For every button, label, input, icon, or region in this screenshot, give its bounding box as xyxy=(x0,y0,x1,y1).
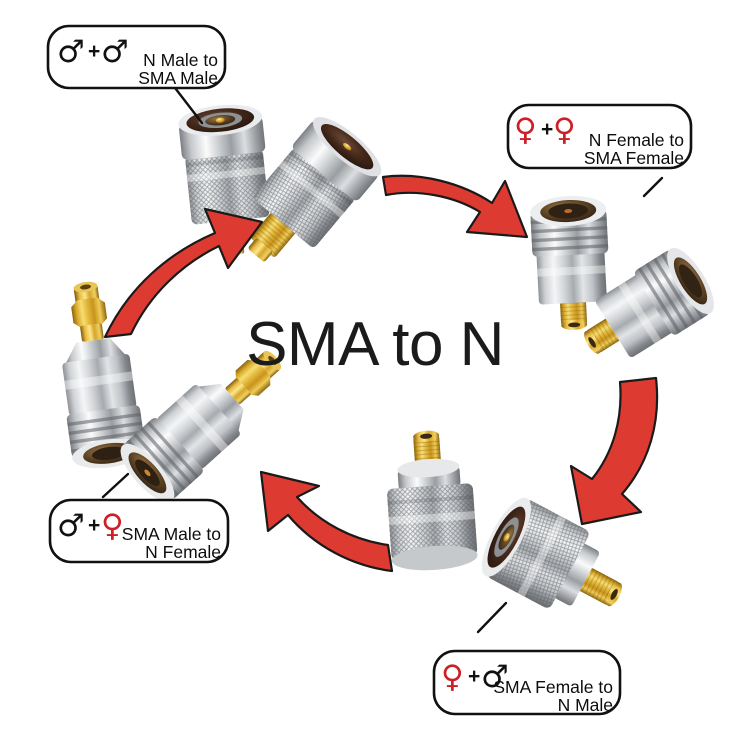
callout-line-2: N Female xyxy=(145,542,221,562)
male-symbol-icon: ♂ xyxy=(481,659,509,695)
callout-tail-line xyxy=(101,472,130,499)
callout-n-male-to-sma-male[interactable]: ♂ + ♂ N Male to SMA Male xyxy=(46,24,227,125)
callout-sma-male-to-n-female[interactable]: ♂ + ♀ SMA Male to N Female xyxy=(48,472,230,564)
callout-bubble xyxy=(506,103,693,170)
callout-tail-line xyxy=(642,176,664,198)
arrow-right-to-bottom xyxy=(569,376,659,526)
male-symbol-icon: ♂ xyxy=(57,508,85,544)
product-adapter-n-female-sma-female-upright xyxy=(530,195,609,330)
callout-tail-line xyxy=(170,82,204,125)
callout-line-1: SMA Male to xyxy=(122,524,221,544)
page-title: SMA to N xyxy=(246,310,504,379)
product-adapter-sma-male-n-female-tilted xyxy=(120,350,282,502)
callout-bubble xyxy=(46,24,227,90)
product-adapter-sma-female-n-male-upright xyxy=(387,430,478,571)
callout-tail-line xyxy=(476,601,508,634)
arrow-bottom-to-left xyxy=(259,470,394,573)
callout-line-2: SMA Male xyxy=(138,68,218,88)
female-symbol-icon: ♀ xyxy=(514,112,537,148)
callout-line-1: N Female to xyxy=(589,130,684,150)
plus-sign: + xyxy=(88,514,100,537)
female-symbol-icon: ♀ xyxy=(101,508,124,544)
callout-line-1: N Male to xyxy=(143,50,218,70)
callout-line-2: N Male xyxy=(558,695,613,715)
plus-sign: + xyxy=(88,40,100,63)
arrow-top-to-right xyxy=(381,174,529,239)
callout-line-1: SMA Female to xyxy=(493,677,613,697)
callout-bubble xyxy=(432,649,622,716)
callout-n-female-to-sma-female[interactable]: ♀ + ♀ N Female to SMA Female xyxy=(506,103,693,198)
arrow-left-to-top xyxy=(103,207,264,339)
callout-sma-female-to-n-male[interactable]: ♀ + ♂ SMA Female to N Male xyxy=(432,601,622,716)
callout-bubble xyxy=(48,498,230,564)
product-adapter-n-female-sma-female-tilted xyxy=(584,247,714,357)
callout-line-2: SMA Female xyxy=(584,148,684,168)
product-adapter-sma-female-n-male-tilted xyxy=(481,497,622,608)
female-symbol-icon: ♀ xyxy=(553,112,576,148)
product-adapter-n-male-sma-male-upright xyxy=(178,104,270,256)
male-symbol-icon: ♂ xyxy=(57,34,85,70)
plus-sign: + xyxy=(541,118,553,141)
product-adapter-n-male-sma-male-tilted xyxy=(248,117,382,262)
male-symbol-icon: ♂ xyxy=(101,34,129,70)
female-symbol-icon: ♀ xyxy=(441,659,464,695)
plus-sign: + xyxy=(468,665,480,688)
